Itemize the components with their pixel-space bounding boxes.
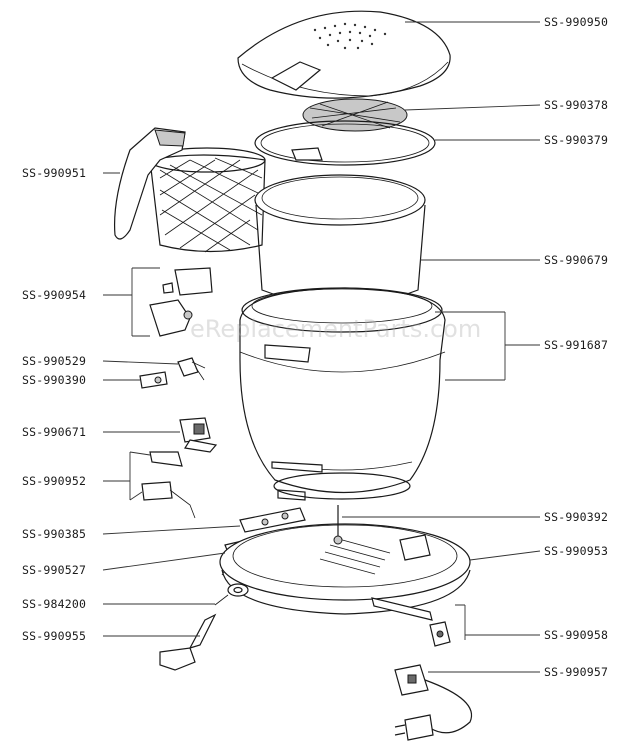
label-hinge-plate: SS-990385: [22, 527, 87, 541]
label-power-cord: SS-990957: [544, 665, 609, 679]
label-latch-set: SS-990954: [22, 288, 87, 302]
thermostat-part: [179, 417, 218, 453]
switch-a-part: [177, 357, 206, 381]
label-thermostat: SS-990671: [22, 425, 87, 439]
bowl-part: [254, 174, 426, 306]
basket-part: [148, 147, 266, 253]
handle-part: [114, 127, 186, 240]
power-cord-part: [394, 664, 473, 741]
leader-lines-left: [102, 172, 241, 637]
label-washer: SS-984200: [22, 597, 87, 611]
label-spindle: SS-990392: [544, 510, 609, 524]
label-base: SS-990953: [544, 544, 609, 558]
label-cord-clamp: SS-990958: [544, 628, 609, 642]
label-housing: SS-991687: [544, 338, 609, 352]
label-hinge-arm: SS-990527: [22, 563, 87, 577]
latch-set-part: [149, 267, 213, 337]
label-lever: SS-990955: [22, 629, 87, 643]
watermark-text: eReplacementParts.com: [190, 315, 482, 343]
label-switch-b: SS-990390: [22, 373, 87, 387]
label-switch-a: SS-990529: [22, 354, 87, 368]
label-gasket: SS-990379: [544, 133, 609, 147]
label-bowl: SS-990679: [544, 253, 609, 267]
cord-clamp-part: [371, 597, 451, 647]
label-filter: SS-990378: [544, 98, 609, 112]
washer-part: [214, 583, 249, 606]
leader-lines-right: [342, 21, 541, 673]
lid-part: [237, 10, 451, 99]
bracket-set-part: [141, 451, 196, 519]
filter-part: [302, 98, 408, 132]
hinge-plate-part: [239, 507, 306, 533]
switch-b-part: [139, 371, 168, 389]
label-bracket-set: SS-990952: [22, 474, 87, 488]
gasket-part: [254, 120, 436, 166]
spindle-part: [333, 505, 343, 545]
housing-part: [239, 287, 446, 501]
base-part: [219, 523, 471, 615]
label-handle: SS-990951: [22, 166, 87, 180]
lever-part: [159, 613, 217, 671]
label-lid: SS-990950: [544, 15, 609, 29]
